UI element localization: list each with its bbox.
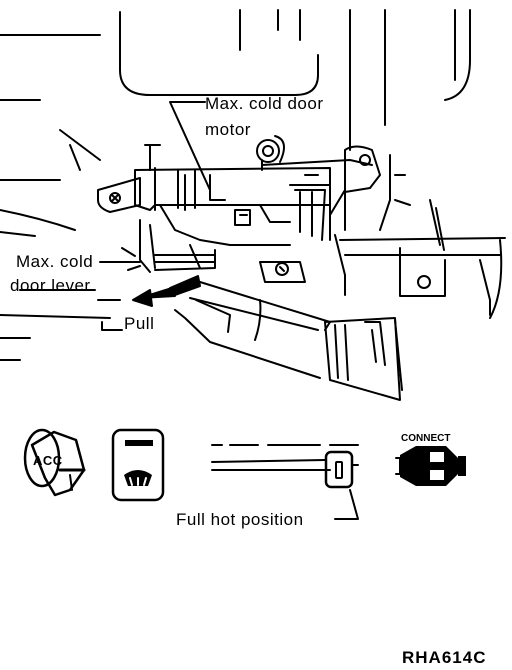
ignition-key-icon [23, 428, 86, 497]
temperature-slider-icon [211, 444, 359, 489]
lever-label-line1: Max. cold [16, 252, 94, 271]
dashboard-structure [0, 9, 506, 361]
full-hot-position-label: Full hot position [176, 510, 304, 529]
connector-icon [395, 446, 466, 486]
pull-arrow-icon [132, 275, 201, 307]
lever-label-line2: door lever [10, 276, 91, 295]
air-duct [174, 281, 403, 401]
motor-label-line2: motor [205, 120, 251, 139]
connect-label: CONNECT [401, 433, 451, 444]
figure-code: RHA614C [402, 648, 487, 667]
motor-label-line1: Max. cold door [205, 94, 324, 113]
acc-label: ACC [33, 453, 63, 468]
pull-label: Pull [124, 314, 155, 333]
cold-door-motor [97, 135, 381, 296]
cold-door-lever [121, 219, 216, 273]
defrost-button-icon [111, 428, 165, 502]
leader-lines [97, 101, 359, 520]
